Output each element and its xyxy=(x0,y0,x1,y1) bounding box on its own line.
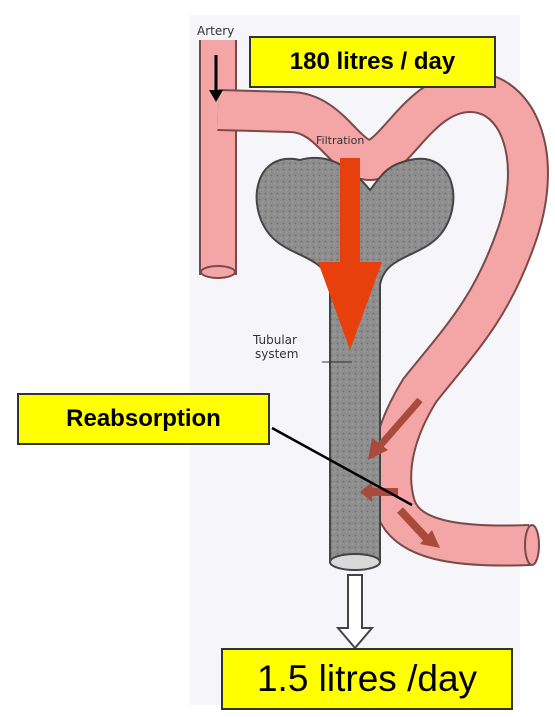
artery-label: Artery xyxy=(197,24,234,38)
filtration-label: Filtration xyxy=(316,134,364,148)
flow-out-callout: 1.5 litres /day xyxy=(221,648,513,710)
artery-stub-end xyxy=(201,266,235,278)
vessel-outlet-end xyxy=(525,525,539,565)
tubular-label-line2: system xyxy=(255,347,298,361)
flow-in-callout: 180 litres / day xyxy=(249,36,496,88)
tubular-label-line1: Tubular xyxy=(253,333,297,347)
reabsorption-callout: Reabsorption xyxy=(17,393,270,445)
tubule-outlet xyxy=(330,554,380,570)
